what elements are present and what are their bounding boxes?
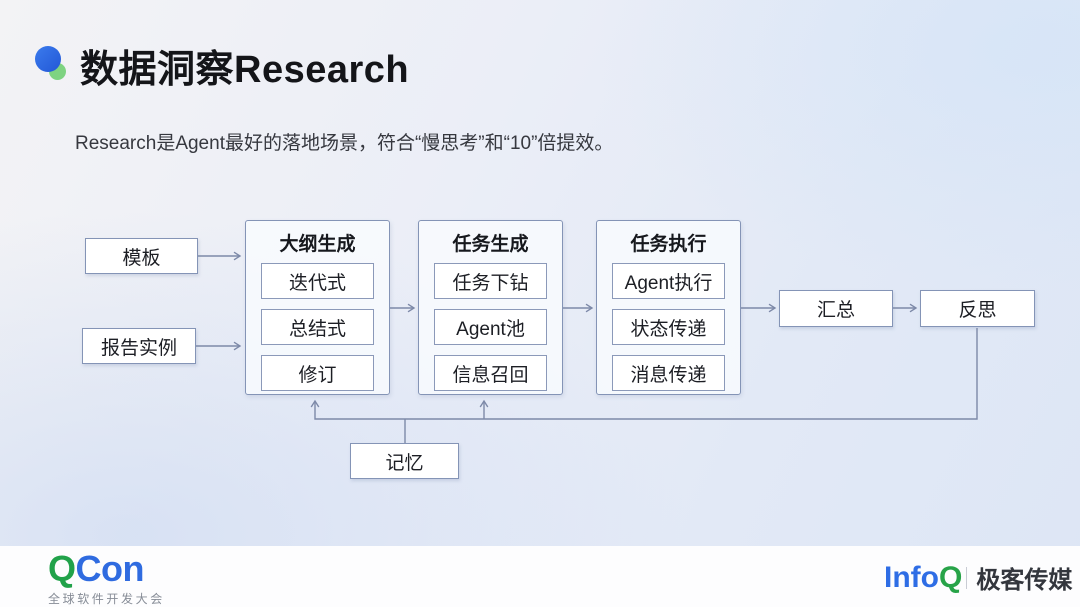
- node-reflection: 反思: [920, 290, 1035, 327]
- stage-item-task-drilldown: 任务下钻: [434, 263, 547, 299]
- qcon-logo: QCon 全球软件开发大会: [48, 551, 165, 607]
- qcon-logo-con: Con: [75, 548, 145, 589]
- stage-title: 任务执行: [630, 233, 707, 255]
- stage-item-info-recall: 信息召回: [434, 355, 547, 391]
- blue-dot-icon: [35, 46, 61, 72]
- infoq-logo: InfoQ 极客传媒: [884, 560, 1072, 595]
- stage-item-summary-style: 总结式: [261, 309, 374, 345]
- stage-task-generation: 任务生成 任务下钻 Agent池 信息召回: [418, 220, 563, 395]
- stage-item-revision: 修订: [261, 355, 374, 391]
- qcon-logo-text: QCon: [48, 551, 165, 587]
- page-title: 数据洞察Research: [80, 49, 410, 91]
- node-template: 模板: [85, 238, 198, 274]
- stage-item-state-passing: 状态传递: [612, 309, 725, 345]
- infoq-logo-text: InfoQ: [884, 560, 963, 594]
- stage-item-agent-execute: Agent执行: [612, 263, 725, 299]
- infoq-divider: [966, 566, 968, 589]
- stage-outline-generation: 大纲生成 迭代式 总结式 修订: [245, 220, 390, 395]
- stage-task-execution: 任务执行 Agent执行 状态传递 消息传递: [596, 220, 741, 395]
- qcon-tagline: 全球软件开发大会: [48, 592, 165, 606]
- infoq-logo-q: Q: [938, 560, 963, 594]
- infoq-brand-name: 极客传媒: [976, 567, 1073, 594]
- stage-item-iterative: 迭代式: [261, 263, 374, 299]
- stage-title: 大纲生成: [279, 233, 356, 255]
- subtitle: Research是Agent最好的落地场景，符合“慢思考”和“10”倍提效。: [75, 133, 614, 154]
- stage-item-message-passing: 消息传递: [612, 355, 725, 391]
- node-report-example: 报告实例: [82, 328, 196, 364]
- node-memory: 记忆: [350, 443, 459, 479]
- stage-item-agent-pool: Agent池: [434, 309, 547, 345]
- qcon-logo-q: Q: [48, 548, 76, 589]
- stage-title: 任务生成: [452, 233, 529, 255]
- infoq-logo-info: Info: [884, 560, 939, 594]
- node-summary: 汇总: [779, 290, 893, 327]
- footer-strip: [0, 546, 1080, 607]
- title-bullet-icon: [35, 46, 81, 86]
